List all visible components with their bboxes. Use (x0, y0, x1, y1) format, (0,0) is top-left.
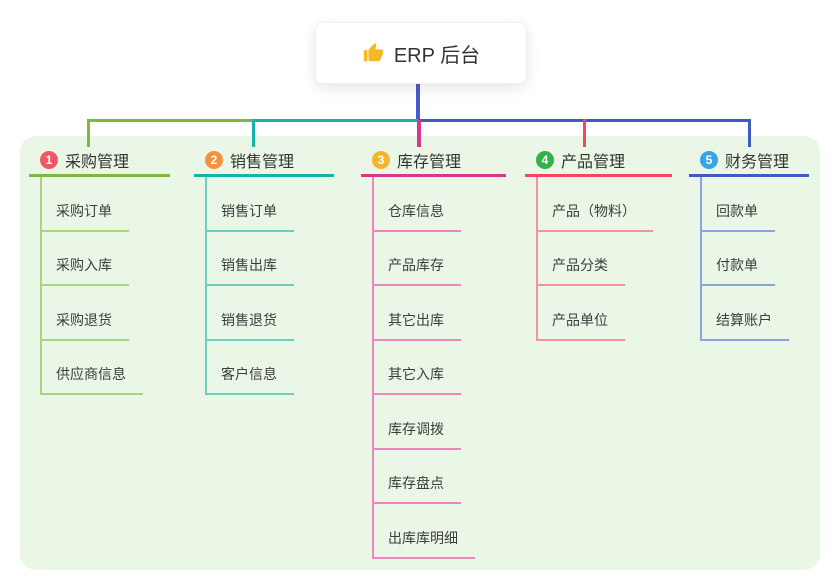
branch-purchase-child-line (40, 177, 42, 395)
root-node[interactable]: ERP 后台 (315, 22, 527, 84)
node-receipt-slip[interactable]: 回款单 (700, 201, 775, 232)
branch-number-badge: 1 (40, 150, 58, 169)
node-other-inbound[interactable]: 其它入库 (372, 364, 461, 395)
node-payment-slip[interactable]: 付款单 (700, 255, 775, 286)
node-stock-transfer[interactable]: 库存调拨 (372, 419, 461, 450)
connector-bus-green (88, 119, 254, 122)
branch-inventory-header[interactable]: 3 库存管理 (361, 145, 506, 177)
node-warehouse-info[interactable]: 仓库信息 (372, 201, 461, 232)
branch-sales: 2 销售管理 销售订单 销售出库 销售退货 客户信息 (194, 145, 334, 395)
node-outbound-detail[interactable]: 出库库明细 (372, 528, 475, 559)
node-sales-return[interactable]: 销售退货 (205, 310, 294, 341)
branch-inventory: 3 库存管理 仓库信息 产品库存 其它出库 其它入库 库存调拨 库存盘点 出库库… (361, 145, 506, 559)
branch-product-child-line (536, 177, 538, 340)
node-customer-info[interactable]: 客户信息 (205, 364, 294, 395)
branch-finance-child-line (700, 177, 702, 340)
connector-bus-teal (253, 119, 418, 122)
branch-number-badge: 4 (536, 150, 554, 169)
node-stock-taking[interactable]: 库存盘点 (372, 473, 461, 504)
node-product-unit[interactable]: 产品单位 (536, 310, 625, 341)
branch-sales-header[interactable]: 2 销售管理 (194, 145, 334, 177)
branch-inventory-label: 库存管理 (397, 153, 462, 171)
branch-product: 4 产品管理 产品（物料） 产品分类 产品单位 (525, 145, 672, 341)
branch-purchase-label: 采购管理 (65, 153, 130, 171)
branch-finance-label: 财务管理 (725, 153, 790, 171)
branch-sales-label: 销售管理 (230, 153, 295, 171)
connector-drop-product (583, 119, 586, 147)
branch-finance-header[interactable]: 5 财务管理 (689, 145, 809, 177)
branch-number-badge: 2 (205, 150, 223, 169)
node-settlement-account[interactable]: 结算账户 (700, 310, 789, 341)
node-supplier-info[interactable]: 供应商信息 (40, 364, 143, 395)
node-purchase-inbound[interactable]: 采购入库 (40, 255, 129, 286)
root-node-label: ERP 后台 (393, 44, 481, 67)
node-purchase-return[interactable]: 采购退货 (40, 310, 129, 341)
thumbs-up-icon (363, 42, 383, 62)
node-sales-order[interactable]: 销售订单 (205, 201, 294, 232)
node-product-stock[interactable]: 产品库存 (372, 255, 461, 286)
branch-product-header[interactable]: 4 产品管理 (525, 145, 672, 177)
node-product-category[interactable]: 产品分类 (536, 255, 625, 286)
node-other-outbound[interactable]: 其它出库 (372, 310, 461, 341)
connector-drop-sales (252, 119, 255, 147)
node-sales-outbound[interactable]: 销售出库 (205, 255, 294, 286)
branch-finance: 5 财务管理 回款单 付款单 结算账户 (689, 145, 809, 341)
connector-drop-purchase (87, 119, 90, 147)
node-purchase-order[interactable]: 采购订单 (40, 201, 129, 232)
branch-number-badge: 3 (372, 150, 390, 169)
branch-purchase: 1 采购管理 采购订单 采购入库 采购退货 供应商信息 (29, 145, 170, 395)
branch-inventory-child-line (372, 177, 374, 558)
connector-drop-finance (748, 119, 751, 147)
branch-purchase-header[interactable]: 1 采购管理 (29, 145, 170, 177)
branches-background-panel (20, 136, 820, 570)
branch-number-badge: 5 (700, 150, 718, 169)
branch-product-label: 产品管理 (561, 153, 626, 171)
connector-drop-inventory (417, 120, 421, 147)
node-product-material[interactable]: 产品（物料） (536, 201, 653, 232)
root-connector-line (416, 82, 420, 120)
branch-sales-child-line (205, 177, 207, 395)
